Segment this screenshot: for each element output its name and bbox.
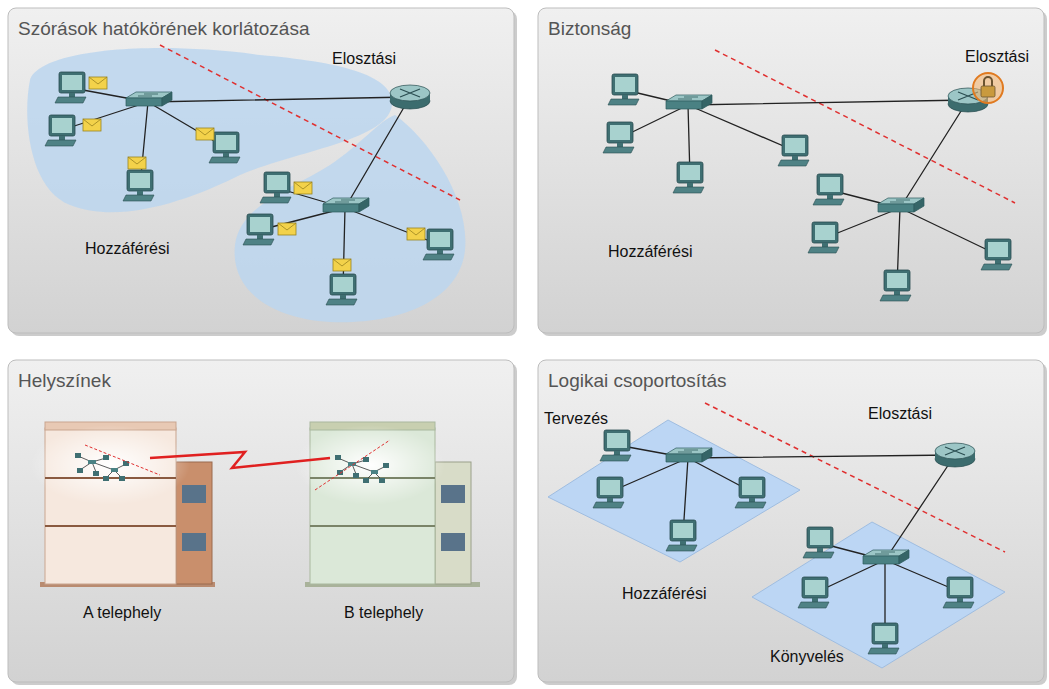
layer-label: Elosztási [965,48,1029,66]
layer-label: Elosztási [332,50,396,68]
panel: Helyszínek [8,360,514,682]
locations-panel-art [30,422,480,587]
layer-label: Könyvelés [770,648,844,666]
layer-label: Hozzáférési [608,243,692,261]
layer-label: Hozzáférési [622,585,706,603]
panel: Szórások hatókörének korlátozása [8,8,514,333]
layer-label: Tervezés [544,410,608,428]
panel-title: Helyszínek [18,370,111,392]
grouping-panel-art [548,403,1005,668]
layer-label: Hozzáférési [85,240,169,258]
panel: Logikai csoportosítás [538,360,1044,682]
panel-backgrounds [8,8,1047,685]
broadcast-panel-art [27,45,465,322]
panel-title: Logikai csoportosítás [548,370,727,392]
panel-title: Biztonság [548,18,631,40]
security-panel-art [603,50,1015,301]
layer-label: A telephely [83,604,161,622]
panel-title: Szórások hatókörének korlátozása [18,18,310,40]
layer-label: B telephely [344,604,423,622]
layer-label: Elosztási [868,405,932,423]
